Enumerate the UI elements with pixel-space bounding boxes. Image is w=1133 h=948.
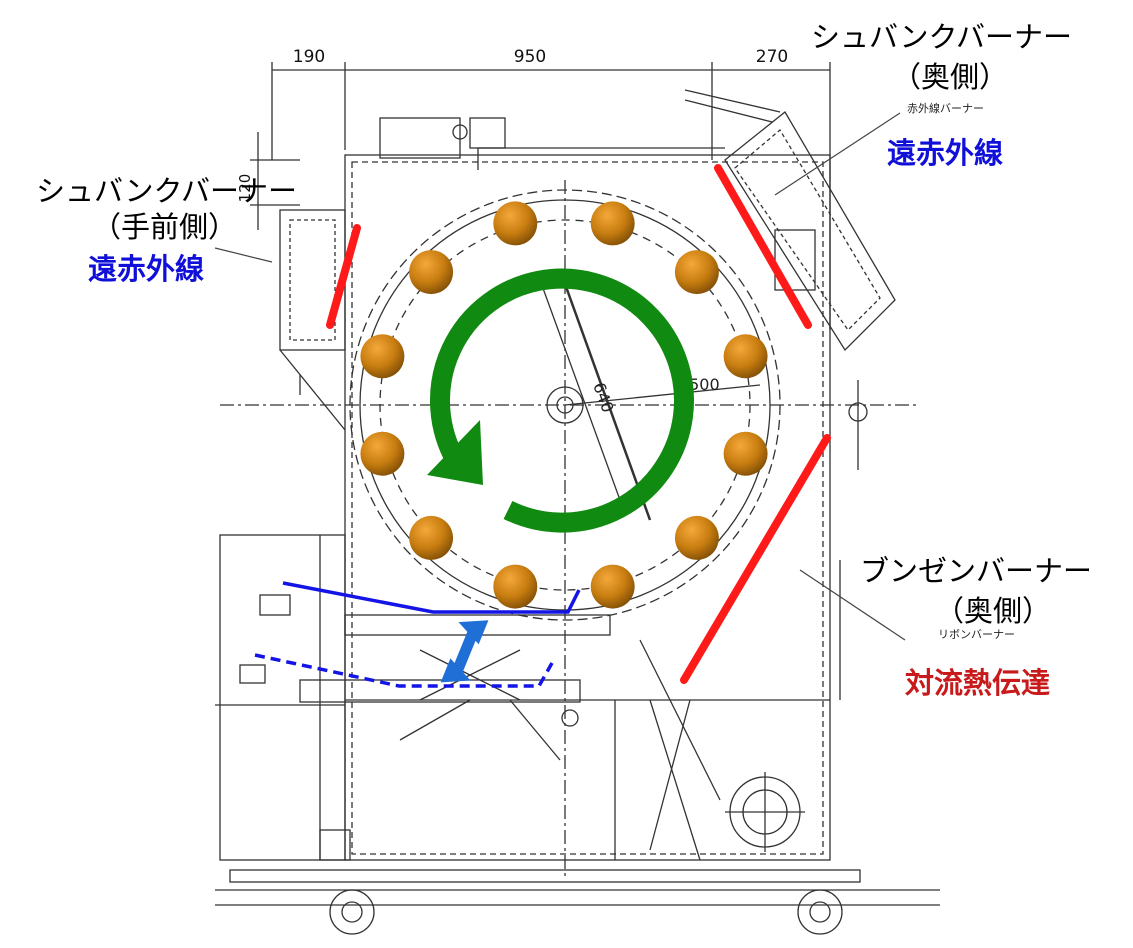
bunsen-burner-small: リボンバーナー <box>938 628 1015 641</box>
product-ball <box>723 431 768 476</box>
double-arrow-icon <box>440 620 489 683</box>
product-ball <box>409 515 454 560</box>
burner-bars <box>326 164 831 684</box>
back-burner-small: 赤外線バーナー <box>907 102 984 115</box>
dim-drum-width: 950 <box>514 47 546 67</box>
front-burner-type: 遠赤外線 <box>88 252 205 286</box>
tray-lower-outline <box>254 653 554 688</box>
product-ball <box>493 201 538 246</box>
product-ball <box>674 515 719 560</box>
clockwise-rotation-arrow-icon <box>427 268 694 533</box>
back-burner-title: シュバンクバーナー <box>811 20 1073 54</box>
product-ball <box>590 564 635 609</box>
product-ball <box>360 431 405 476</box>
front-burner-sub: （手前側） <box>92 210 238 244</box>
leader-lines <box>214 112 906 641</box>
product-ball <box>590 201 635 246</box>
front-burner-bar <box>326 224 361 329</box>
product-ball <box>360 334 405 379</box>
tray-upper-outline <box>282 581 581 614</box>
product-ball <box>674 250 719 295</box>
front-burner-title: シュバンクバーナー <box>36 174 298 208</box>
dim-left-width: 190 <box>293 47 325 67</box>
dim-side-height: 120 <box>236 174 254 203</box>
product-ball <box>409 250 454 295</box>
dim-shaft: 640 <box>589 380 617 415</box>
machine-outline <box>215 62 940 935</box>
product-ring <box>360 201 768 609</box>
product-ball <box>723 334 768 379</box>
bunsen-burner-sub: （奥側） <box>935 594 1052 628</box>
bunsen-burner-bar <box>680 434 831 684</box>
bunsen-burner-title: ブンゼンバーナー <box>860 554 1093 588</box>
product-ball <box>493 564 538 609</box>
bunsen-burner-type: 対流熱伝達 <box>905 666 1051 700</box>
back-burner-sub: （奥側） <box>892 60 1009 94</box>
back-burner-bar <box>714 164 812 329</box>
dim-right-width: 270 <box>756 47 788 67</box>
back-burner-type: 遠赤外線 <box>887 136 1004 170</box>
